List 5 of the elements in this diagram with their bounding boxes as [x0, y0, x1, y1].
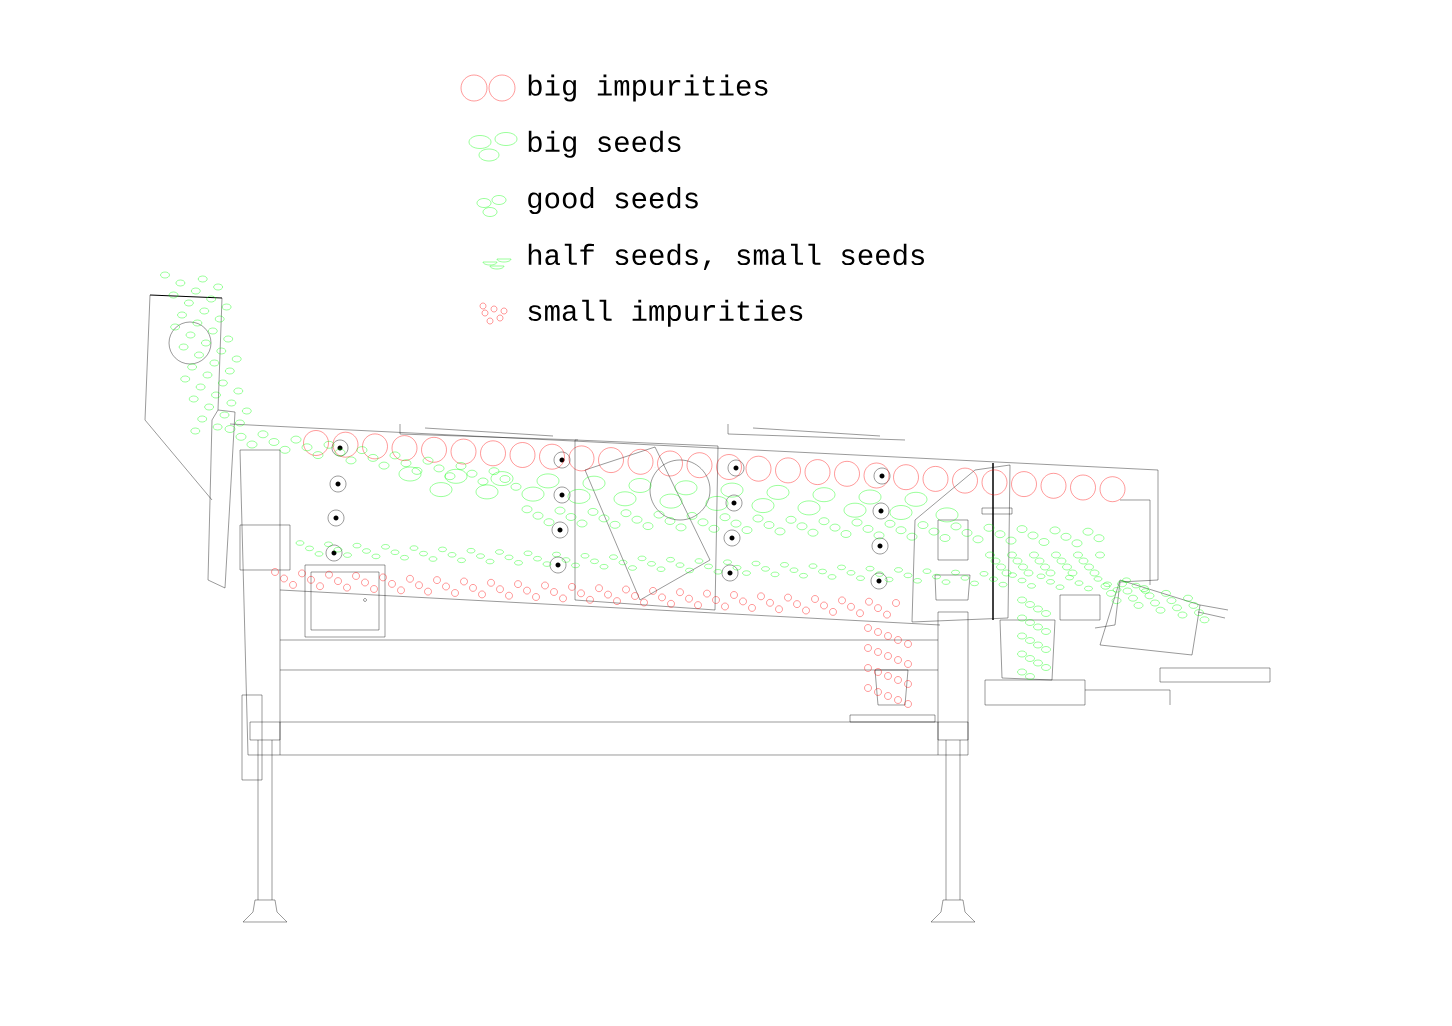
legend-text: good seeds — [528, 187, 698, 215]
legend-text: half seeds, small seeds — [528, 243, 924, 270]
legend-text: small impurities — [528, 299, 803, 327]
legend-text: big impurities — [528, 74, 768, 102]
legend-text: big seeds — [528, 130, 681, 158]
